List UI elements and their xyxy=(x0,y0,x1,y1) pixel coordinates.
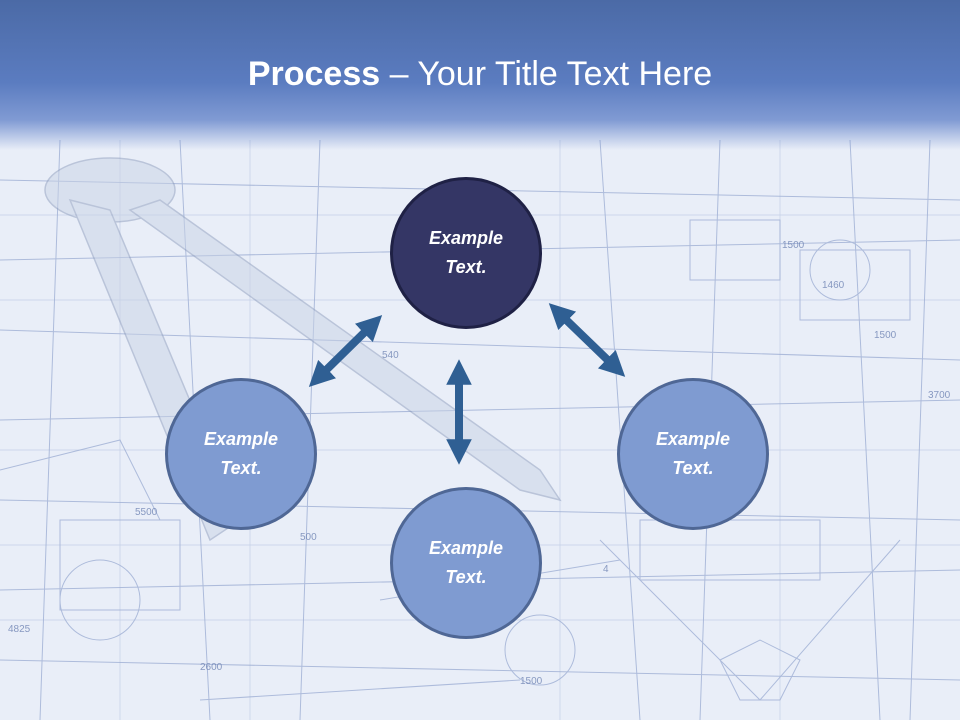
node-bottom: Example Text. xyxy=(390,487,542,639)
node-left-text: Example Text. xyxy=(203,429,279,478)
node-right-text: Example Text. xyxy=(655,429,731,478)
arrow-top-left xyxy=(308,315,383,387)
blueprint-label-1: 1500 xyxy=(782,240,805,251)
slide-title: Process – Your Title Text Here xyxy=(0,52,960,96)
node-top: Example Text. xyxy=(390,177,542,329)
title-bold: Process xyxy=(247,55,381,93)
blueprint-label-6: 4 xyxy=(603,564,609,575)
blueprint-label-11: 5500 xyxy=(135,507,158,518)
blueprint-label-3: 1500 xyxy=(874,330,897,341)
title-banner xyxy=(0,0,960,150)
blueprint-label-7: 4825 xyxy=(8,624,31,635)
blueprint-label-2: 1460 xyxy=(822,280,845,291)
blueprint-label-9: 1500 xyxy=(520,676,543,687)
blueprint-label-5: 540 xyxy=(382,350,399,361)
node-left: Example Text. xyxy=(165,378,317,530)
arrow-top-right xyxy=(548,303,626,377)
blueprint-label-8: 2600 xyxy=(200,662,223,673)
node-right: Example Text. xyxy=(617,378,769,530)
blueprint-label-4: 3700 xyxy=(928,390,951,401)
node-top-text: Example Text. xyxy=(428,228,504,277)
blueprint-label-10: 500 xyxy=(300,532,317,543)
node-bottom-text: Example Text. xyxy=(428,538,504,587)
title-rest: – Your Title Text Here xyxy=(380,55,713,93)
